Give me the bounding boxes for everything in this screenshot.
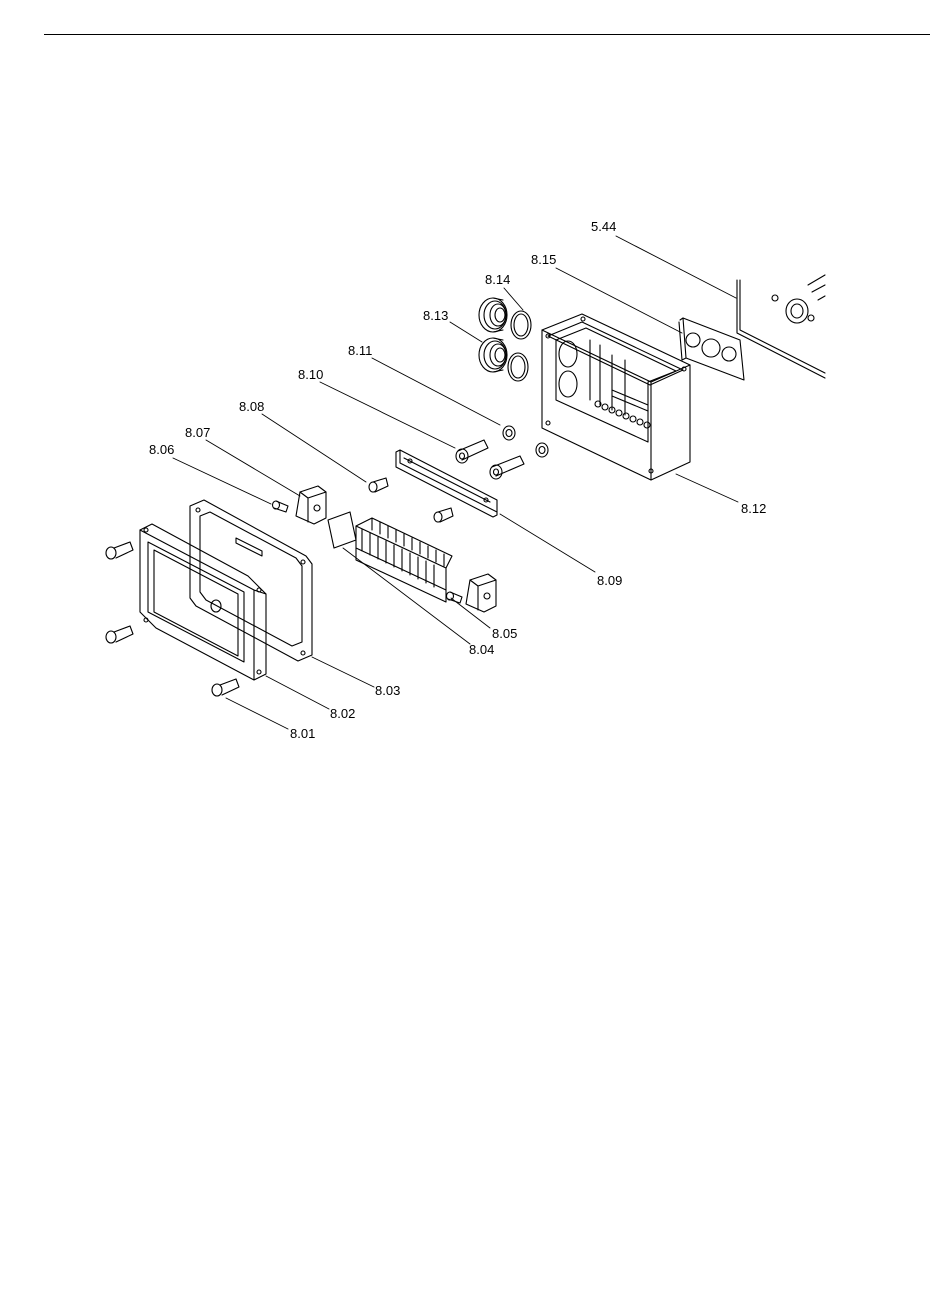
din-rail-part (396, 450, 497, 517)
part-label-8-12: 8.12 (741, 502, 766, 515)
part-label-8-09: 8.09 (597, 574, 622, 587)
small-screw-part (369, 478, 453, 522)
leader-lines (173, 236, 738, 729)
part-label-8-06: 8.06 (149, 443, 174, 456)
part-label-8-05: 8.05 (492, 627, 517, 640)
housing-wall-part (737, 275, 825, 378)
gland-plate-part (679, 318, 744, 380)
part-label-8-03: 8.03 (375, 684, 400, 697)
part-label-8-01: 8.01 (290, 727, 315, 740)
end-clamp-part (296, 486, 496, 612)
cover-gasket-part (190, 500, 312, 661)
part-label-5-44: 5.44 (591, 220, 616, 233)
part-label-8-13: 8.13 (423, 309, 448, 322)
washer-part (503, 426, 548, 457)
part-label-8-07: 8.07 (185, 426, 210, 439)
part-label-8-15: 8.15 (531, 253, 556, 266)
o-ring-part (508, 311, 531, 381)
part-label-8-10: 8.10 (298, 368, 323, 381)
part-label-8-14: 8.14 (485, 273, 510, 286)
part-label-8-02: 8.02 (330, 707, 355, 720)
part-label-8-11: 8.11 (348, 344, 372, 357)
part-label-8-08: 8.08 (239, 400, 264, 413)
cover-part (140, 524, 266, 680)
cable-gland-part (479, 298, 507, 372)
enclosure-box-part (542, 314, 690, 480)
part-label-8-04: 8.04 (469, 643, 494, 656)
socket-screw-part (456, 440, 524, 479)
terminal-block-part (328, 512, 452, 602)
